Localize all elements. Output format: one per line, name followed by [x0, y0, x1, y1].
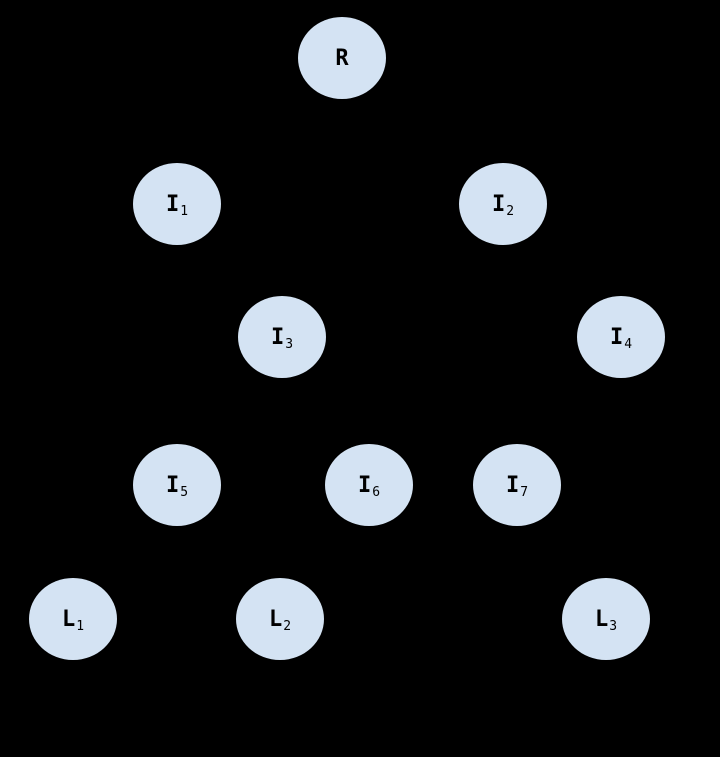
node-subscript: 5 [180, 484, 189, 500]
node-label: I [270, 324, 285, 350]
node-label: I [491, 191, 506, 217]
node-label: I [165, 472, 180, 498]
node-label: L [268, 606, 283, 632]
node-label: L [61, 606, 76, 632]
node-label: R [335, 45, 349, 71]
node-subscript: 7 [520, 484, 529, 500]
node-subscript: 3 [285, 336, 294, 352]
node-label: I [357, 472, 372, 498]
node-subscript: 4 [624, 336, 633, 352]
node-subscript: 2 [506, 203, 515, 219]
node-label: I [505, 472, 520, 498]
node-subscript: 1 [76, 618, 85, 634]
node-label: L [594, 606, 609, 632]
node-subscript: 3 [609, 618, 618, 634]
node-subscript: 1 [180, 203, 189, 219]
node-root: R [298, 17, 386, 99]
node-label: I [609, 324, 624, 350]
node-subscript: 2 [283, 618, 292, 634]
node-subscript: 6 [372, 484, 381, 500]
node-label: I [165, 191, 180, 217]
